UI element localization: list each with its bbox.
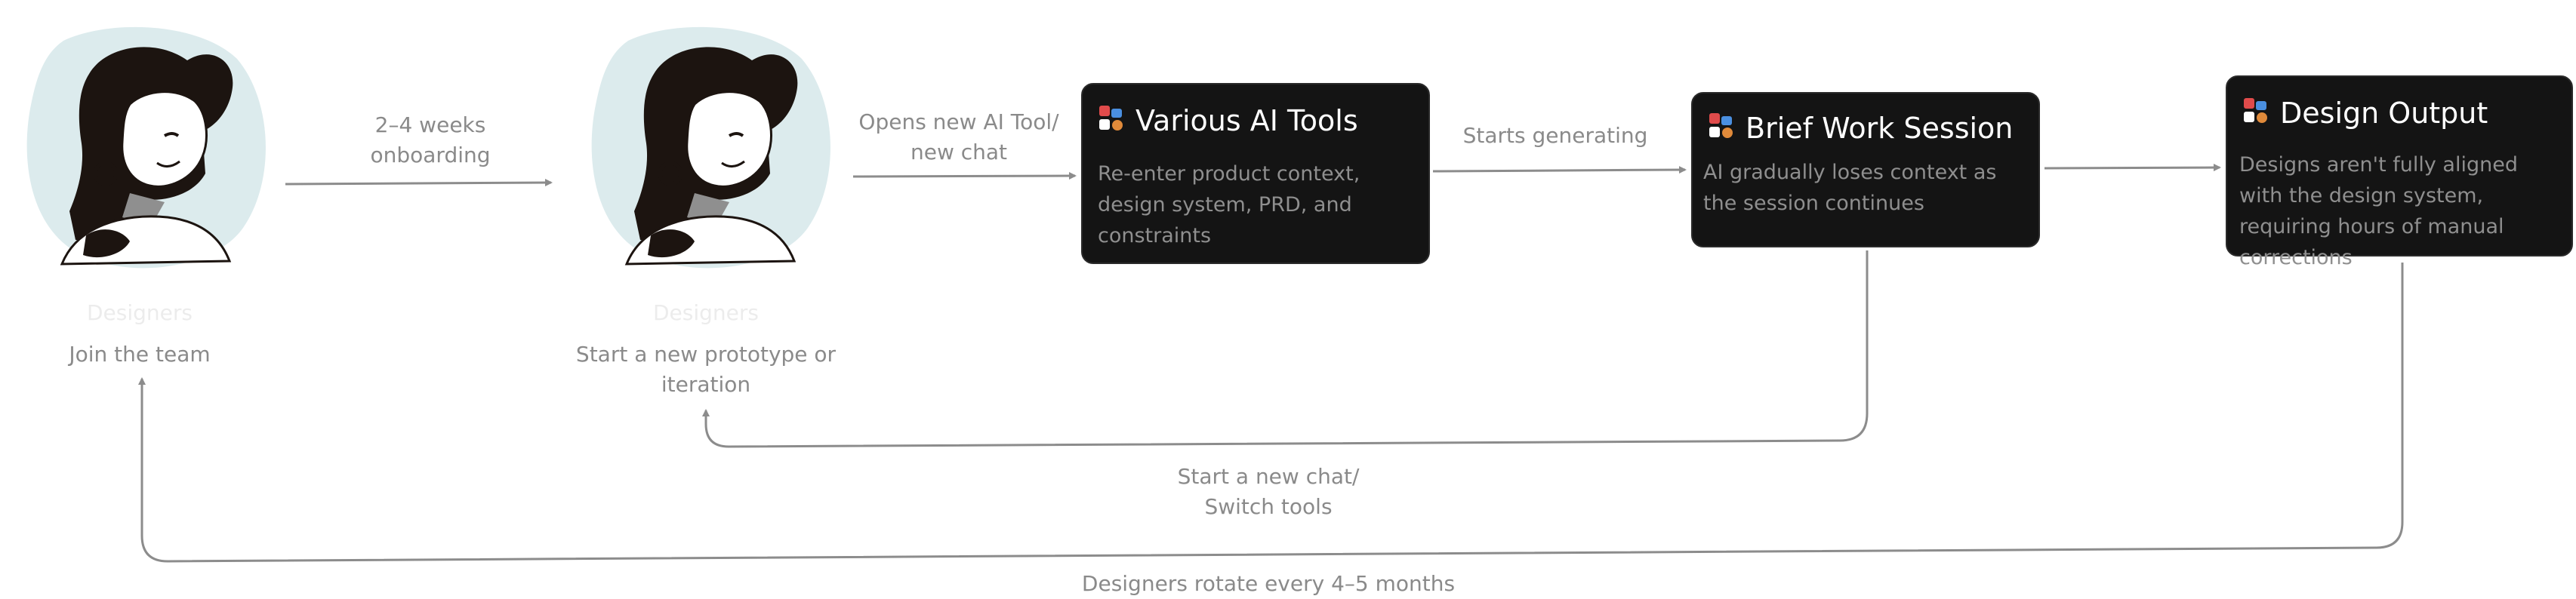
ai-tools-icon — [1709, 113, 1733, 138]
card-description: AI gradually loses context as the sessio… — [1703, 161, 1997, 215]
card-various-ai-tools: Various AI Tools Re-enter product contex… — [1081, 83, 1430, 264]
designer-illustration — [26, 26, 266, 269]
designer-role-label-1: Designers — [87, 300, 193, 325]
arrow-rotate-loop — [138, 263, 2404, 563]
card-description: Designs aren't fully aligned with the de… — [2239, 153, 2518, 269]
designer-caption-1: Join the team — [69, 342, 211, 367]
edge-label-rotate: Designers rotate every 4–5 months — [1081, 571, 1456, 596]
designer-role-label-2: Designers — [653, 300, 759, 325]
ai-tools-icon — [2244, 98, 2267, 123]
edge-label-new-chat: Start a new chat/ Switch tools — [1177, 464, 1360, 519]
card-description: Re-enter product context, design system,… — [1098, 162, 1360, 247]
designer-avatar-1 — [17, 15, 266, 275]
designer-caption-2: Start a new prototype or iteration — [575, 342, 837, 397]
card-brief-work-session: Brief Work Session AI gradually loses co… — [1691, 92, 2040, 247]
arrow-opens-tool — [852, 172, 1077, 180]
edge-label-starts-generating: Starts generating — [1462, 123, 1648, 148]
arrow-onboarding — [285, 179, 553, 187]
arrow-new-chat-loop — [702, 250, 1869, 448]
card-title: Brief Work Session — [1746, 112, 2014, 145]
designer-illustration — [591, 26, 830, 269]
ai-tools-icon — [1099, 106, 1123, 131]
edge-label-opens-tool: Opens new AI Tool/ new chat — [858, 109, 1059, 164]
card-title: Design Output — [2280, 97, 2488, 130]
edge-label-onboarding: 2–4 weeks onboarding — [370, 112, 491, 167]
arrow-starts-generating — [1432, 166, 1687, 174]
card-design-output: Design Output Designs aren't fully align… — [2226, 75, 2573, 269]
designer-avatar-2 — [581, 15, 830, 275]
arrow-to-output — [2044, 164, 2221, 172]
card-title: Various AI Tools — [1135, 104, 1358, 137]
